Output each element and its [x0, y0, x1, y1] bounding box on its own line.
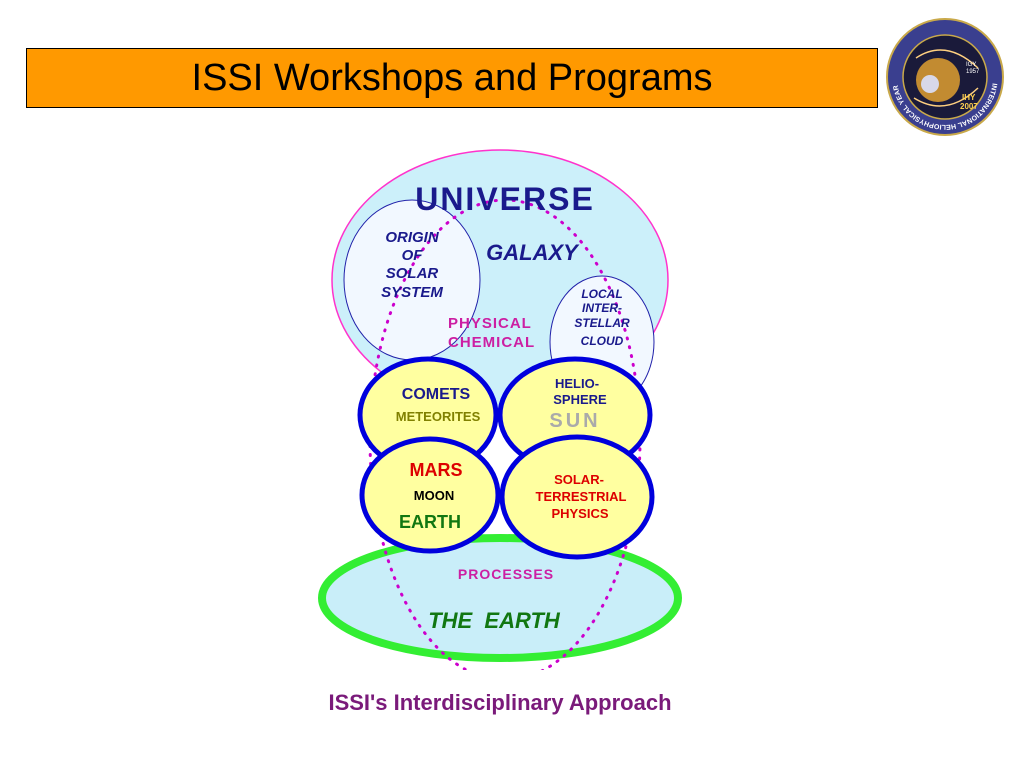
origin-line-2: OF: [402, 247, 424, 264]
logo-igy-year: 1957: [966, 69, 980, 75]
meteorites-label: METEORITES: [396, 409, 481, 424]
slide-caption: ISSI's Interdisciplinary Approach: [328, 690, 672, 715]
heliosphere-line-2: SPHERE: [553, 392, 607, 407]
solar-terrestrial-line-3: PHYSICS: [551, 506, 608, 521]
interdisciplinary-diagram: UNIVERSE GALAXY ORIGIN OF SOLAR SYSTEM L…: [318, 149, 682, 670]
ihy-logo: INTERNATIONAL HELIOPHYSICAL YEAR IGY 195…: [886, 18, 1004, 136]
logo-ihy-year: 2007: [960, 102, 978, 111]
the-earth-label: THE EARTH: [428, 608, 561, 633]
mars-circle: [359, 436, 501, 554]
earth-label: EARTH: [399, 512, 461, 532]
galaxy-label: GALAXY: [486, 240, 580, 265]
slide-title-box: ISSI Workshops and Programs: [26, 48, 878, 108]
mars-label: MARS: [410, 460, 463, 480]
solar-terrestrial-line-2: TERRESTRIAL: [536, 489, 627, 504]
processes-label: PROCESSES: [458, 566, 554, 582]
local-cloud-line-3: STELLAR: [574, 316, 630, 330]
slide-title: ISSI Workshops and Programs: [191, 56, 713, 99]
local-cloud-line-1: LOCAL: [581, 287, 622, 301]
origin-line-1: ORIGIN: [385, 229, 440, 246]
logo-ihy-label: IHY: [962, 93, 976, 102]
local-cloud-line-4: CLOUD: [581, 334, 624, 348]
origin-line-3: SOLAR: [386, 265, 439, 282]
comets-label: COMETS: [402, 386, 471, 403]
solar-terrestrial-circle: [499, 434, 655, 560]
physical-label: PHYSICAL: [448, 315, 532, 332]
solar-terrestrial-line-1: SOLAR-: [554, 472, 604, 487]
heliosphere-line-1: HELIO-: [555, 376, 599, 391]
universe-label: UNIVERSE: [415, 181, 595, 217]
moon-label: MOON: [414, 488, 454, 503]
origin-line-4: SYSTEM: [381, 284, 443, 301]
chemical-label: CHEMICAL: [448, 334, 535, 351]
sun-label: SUN: [549, 410, 600, 432]
local-cloud-line-2: INTER-: [582, 301, 622, 315]
logo-igy-label: IGY: [966, 62, 976, 68]
